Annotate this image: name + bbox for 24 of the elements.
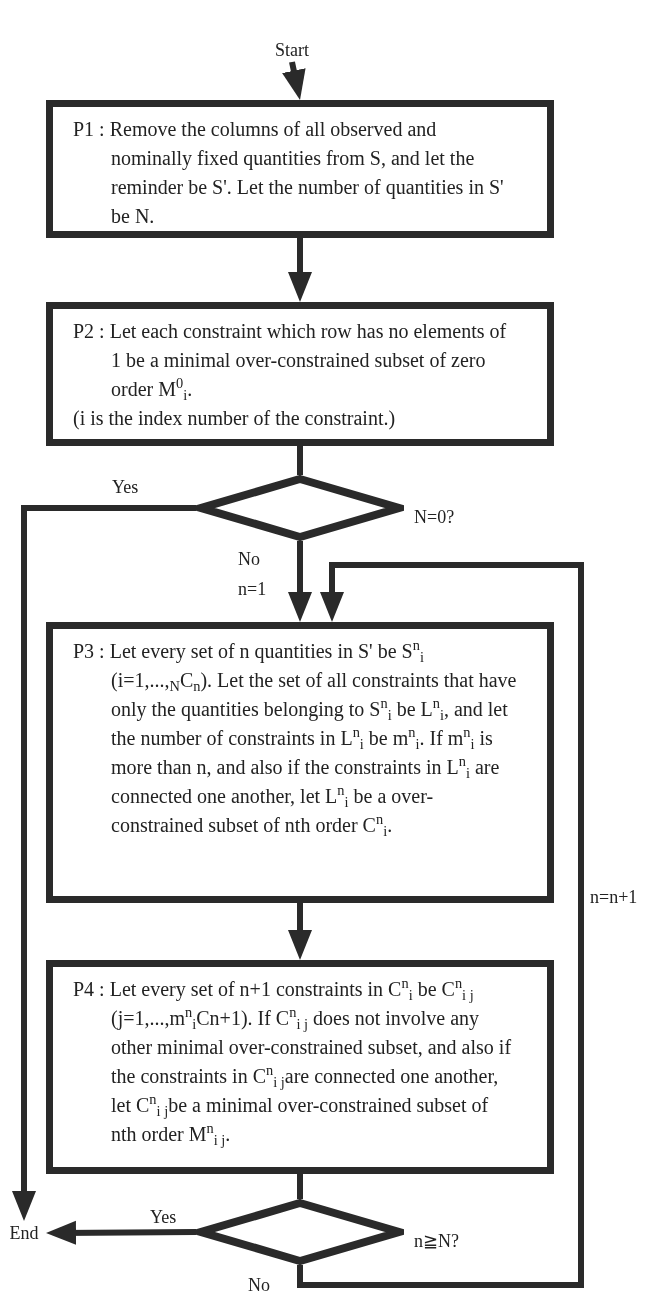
arrow <box>12 505 196 1221</box>
edge-label: Yes <box>112 478 139 496</box>
arrow <box>46 1220 197 1245</box>
step-text: P2 : Let each constraint which row has no elements of 1 be a minimal over-constrained subset of zero order M$^{0}$$_{i}$. <box>73 319 508 404</box>
step-text: (i is the index number of the constraint.) <box>73 406 397 432</box>
arrow <box>297 562 584 1288</box>
edge-label: No <box>238 550 260 568</box>
process-box <box>46 302 554 446</box>
edge-label: Yes <box>150 1208 177 1226</box>
arrow <box>282 61 306 100</box>
process-box <box>46 622 554 903</box>
process-box <box>46 100 554 238</box>
arrow <box>288 903 312 960</box>
condition-text: n≧N? <box>414 1232 459 1250</box>
condition-text: N=0? <box>414 508 455 526</box>
terminal-label: End <box>9 1224 39 1242</box>
counter-label: n=1 <box>238 580 267 598</box>
arrow <box>288 541 312 622</box>
process-box <box>46 960 554 1174</box>
edge-label: No <box>248 1276 270 1294</box>
counter-label: n=n+1 <box>590 888 638 906</box>
step-text: P1 : Remove the columns of all observed and nominally fixed quantities from S, and let the reminder be S'. Let the number of quantities in S' be N. <box>73 117 505 229</box>
terminal-label: Start <box>275 41 309 59</box>
arrow <box>288 238 312 302</box>
